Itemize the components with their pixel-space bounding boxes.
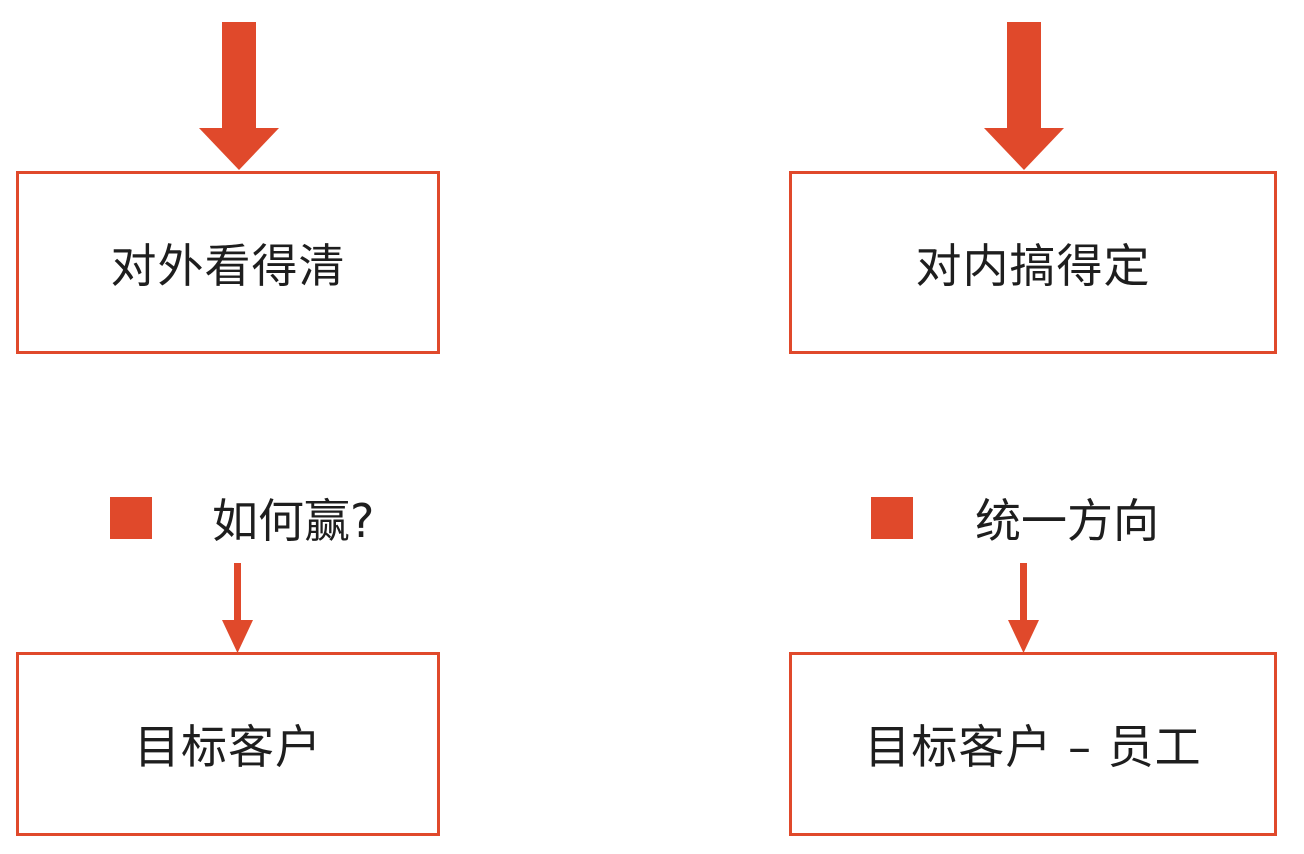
- box-left-top-text: 对外看得清: [110, 238, 346, 293]
- bullet-square-icon: [110, 497, 152, 539]
- bullet-square-icon: [871, 497, 913, 539]
- box-right-top-text: 对内搞得定: [915, 238, 1151, 293]
- box-right-top: 对内搞得定: [789, 171, 1277, 354]
- label-left-text: 如何赢?: [212, 494, 375, 548]
- box-right-bottom: 目标客户 – 员工: [789, 652, 1277, 836]
- label-right: 统一方向: [871, 488, 1159, 548]
- arrow-down-large-right: [984, 22, 1064, 170]
- box-left-bottom-text: 目标客户: [134, 720, 322, 774]
- arrow-down-small-right: [1008, 563, 1039, 653]
- arrow-down-large-left: [199, 22, 279, 170]
- label-right-text: 统一方向: [975, 494, 1159, 548]
- box-left-top: 对外看得清: [16, 171, 440, 354]
- arrow-down-small-left: [222, 563, 253, 653]
- box-right-bottom-text: 目标客户 – 员工: [864, 720, 1202, 774]
- label-left: 如何赢?: [110, 488, 374, 548]
- box-left-bottom: 目标客户: [16, 652, 440, 836]
